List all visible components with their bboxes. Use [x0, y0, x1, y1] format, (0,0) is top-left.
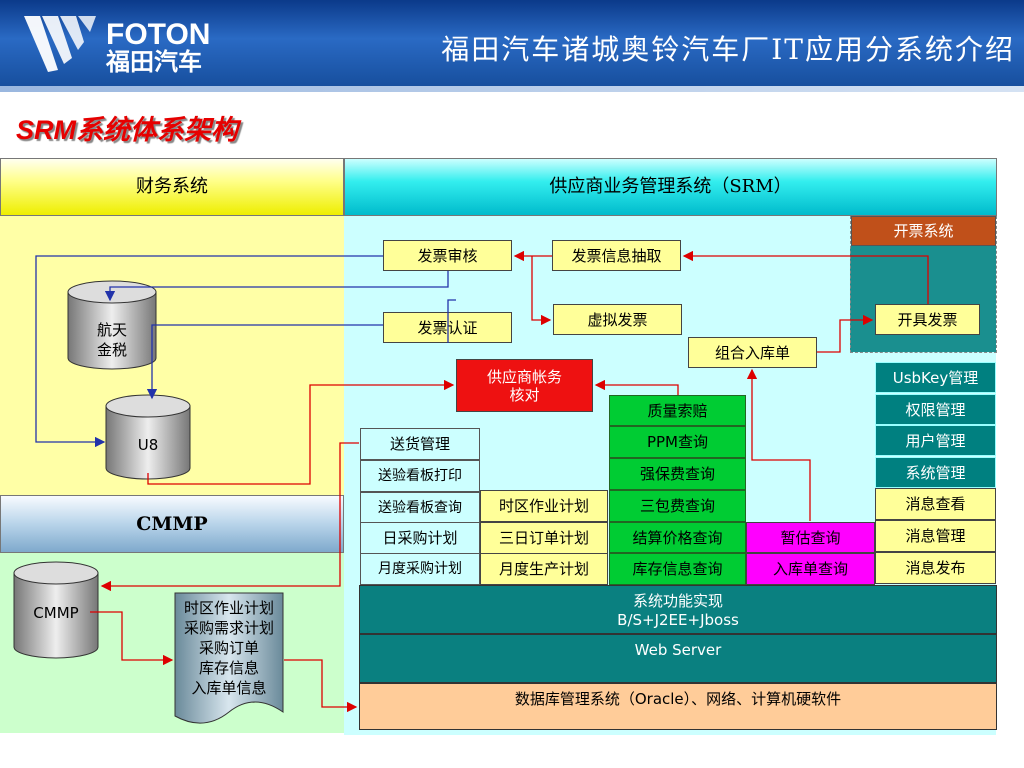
- doc-line: 采购需求计划: [183, 619, 274, 637]
- impl-layer: 系统功能实现 B/S+J2EE+Jboss: [359, 585, 997, 634]
- aerospace-tax-label: 航天 金税: [96, 321, 127, 359]
- doc-line: 库存信息: [198, 659, 259, 677]
- finance-system-header: 财务系统: [0, 158, 344, 216]
- logo-text-cn: 福田汽车: [106, 48, 202, 76]
- col4-item: 暂估查询: [746, 522, 875, 553]
- cmmp-db-label: CMMP: [33, 604, 79, 622]
- col2-item: 时区作业计划: [480, 490, 608, 522]
- header-stripe: [0, 86, 1024, 92]
- db-layer: 数据库管理系统（Oracle）、网络、计算机硬软件: [359, 683, 997, 730]
- issue-invoice-box: 开具发票: [875, 304, 980, 335]
- foton-logo-icon: [24, 16, 96, 72]
- col2-item: 三日订单计划: [480, 522, 608, 554]
- impl-layer-line1: 系统功能实现: [632, 592, 723, 610]
- srm-system-header: 供应商业务管理系统（SRM）: [344, 158, 997, 216]
- col5-item: 消息发布: [875, 552, 996, 584]
- col5-item: UsbKey管理: [875, 362, 996, 393]
- web-server-layer: Web Server: [359, 634, 997, 683]
- invoice-system-box: 开票系统: [851, 216, 996, 246]
- section-title: SRM系统体系架构: [16, 115, 238, 145]
- virtual-invoice-box: 虚拟发票: [553, 304, 682, 335]
- doc-line: 时区作业计划: [183, 599, 274, 617]
- supplier-account-box: 供应商帐务 核对: [456, 359, 593, 412]
- col3-item: 质量索赔: [609, 395, 746, 426]
- col1-item: 送货管理: [360, 428, 480, 460]
- document-lines: 时区作业计划 采购需求计划 采购订单 库存信息 入库单信息: [174, 598, 284, 698]
- col1-item: 日采购计划: [360, 522, 480, 554]
- u8-label: U8: [137, 436, 159, 454]
- combined-receipt-box: 组合入库单: [688, 337, 817, 368]
- col5-item: 消息管理: [875, 520, 996, 552]
- col3-item: 强保费查询: [609, 458, 746, 490]
- col1-item: 月度采购计划: [360, 553, 480, 585]
- invoice-audit-box: 发票审核: [383, 240, 512, 271]
- col5-item: 消息查看: [875, 488, 996, 520]
- col1-item: 送验看板打印: [360, 460, 480, 492]
- col3-item: 结算价格查询: [609, 522, 746, 553]
- slide-title: 福田汽车诸城奥铃汽车厂IT应用分系统介绍: [441, 33, 1015, 66]
- col4-item: 入库单查询: [746, 553, 875, 585]
- col3-item: PPM查询: [609, 426, 746, 458]
- cmmp-system-header: CMMP: [0, 495, 344, 553]
- col1-item: 送验看板查询: [360, 492, 480, 524]
- invoice-extract-box: 发票信息抽取: [552, 240, 681, 271]
- doc-line: 入库单信息: [191, 679, 267, 697]
- col3-item: 三包费查询: [609, 490, 746, 522]
- document-icon: [174, 592, 284, 724]
- col5-item: 用户管理: [875, 425, 996, 456]
- doc-line: 采购订单: [198, 639, 259, 657]
- header-bar: [0, 0, 1024, 86]
- col2-item: 月度生产计划: [480, 553, 608, 585]
- impl-layer-line2: B/S+J2EE+Jboss: [617, 611, 739, 629]
- col5-item: 权限管理: [875, 394, 996, 425]
- col3-item: 库存信息查询: [609, 553, 746, 585]
- col5-item: 系统管理: [875, 457, 996, 488]
- invoice-cert-box: 发票认证: [383, 312, 512, 343]
- logo-text-en: FOTON: [106, 18, 211, 51]
